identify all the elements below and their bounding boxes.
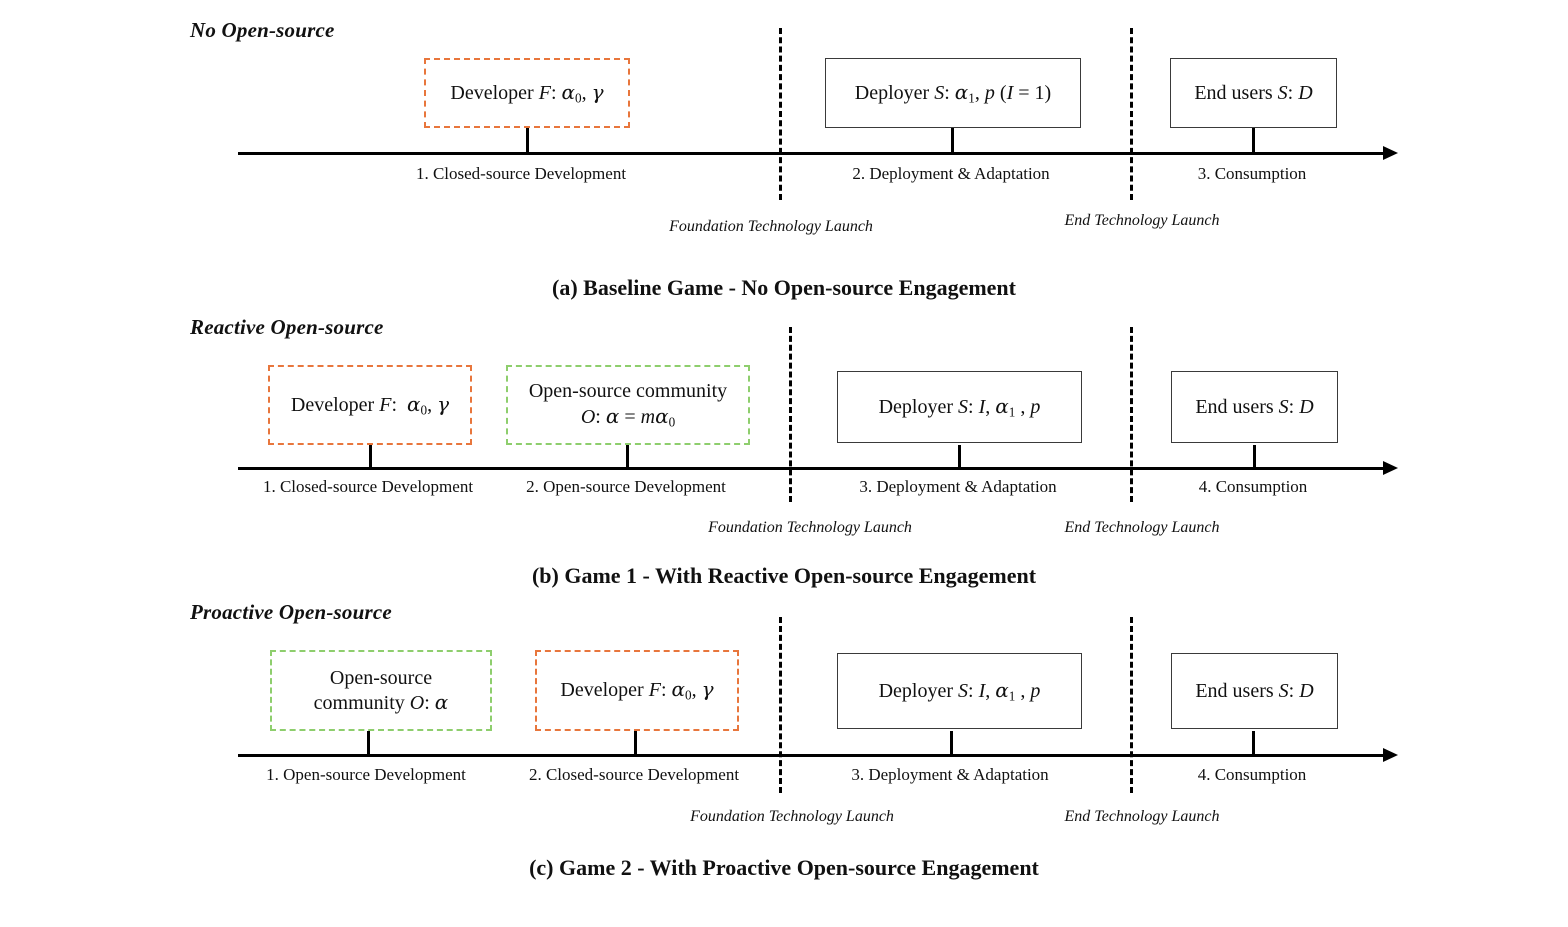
end-launch-label-a: End Technology Launch (1064, 212, 1220, 229)
end-users-box-c: End users S: D (1171, 653, 1338, 729)
foundation-launch-label-a: Foundation Technology Launch (669, 218, 873, 235)
stage-label-a-2: 2. Deployment & Adaptation (852, 164, 1050, 183)
deployer-box-b: Deployer S: I, α1 , p (837, 371, 1082, 443)
tick-stage-1-c (367, 731, 370, 756)
tick-stage-1-a (526, 128, 529, 154)
deployer-box-c: Deployer S: I, α1 , p (837, 653, 1082, 729)
tick-stage-3-b (958, 445, 961, 469)
tick-stage-4-c (1252, 731, 1255, 756)
tick-stage-2-a (951, 128, 954, 154)
foundation-launch-divider-c (779, 617, 782, 793)
tick-stage-2-c (634, 731, 637, 756)
end-launch-label-c: End Technology Launch (1064, 808, 1220, 825)
stage-label-b-3: 3. Deployment & Adaptation (859, 477, 1057, 496)
timeline-arrowhead-a (1383, 146, 1398, 160)
stage-label-a-1: 1. Closed-source Development (415, 164, 627, 183)
deployer-box-b-text: Deployer S: I, α1 , p (878, 393, 1041, 420)
foundation-launch-divider-b (789, 327, 792, 502)
developer-box-b: Developer F: α0, γ (268, 365, 472, 445)
deployer-box-a: Deployer S: α1, p (I = 1) (825, 58, 1081, 128)
timeline-arrowhead-b (1383, 461, 1398, 475)
end-users-box-b-text: End users S: D (1195, 395, 1314, 418)
end-users-box-b: End users S: D (1171, 371, 1338, 443)
end-users-box-c-text: End users S: D (1195, 679, 1314, 702)
caption-a: (a) Baseline Game - No Open-source Engag… (552, 275, 1016, 300)
timeline-axis-b (238, 467, 1385, 470)
panel-game-1: Reactive Open-source Developer F: α0, γ … (0, 305, 1568, 590)
end-users-box-a: End users S: D (1170, 58, 1337, 128)
end-launch-divider-a (1130, 28, 1133, 200)
deployer-box-a-text: Deployer S: α1, p (I = 1) (854, 79, 1052, 106)
timeline-arrowhead-c (1383, 748, 1398, 762)
end-launch-divider-b (1130, 327, 1133, 502)
foundation-launch-label-c: Foundation Technology Launch (690, 808, 894, 825)
caption-b: (b) Game 1 - With Reactive Open-source E… (531, 563, 1037, 588)
stage-label-c-4: 4. Consumption (1197, 765, 1307, 784)
stage-label-c-3: 3. Deployment & Adaptation (851, 765, 1049, 784)
deployer-box-c-text: Deployer S: I, α1 , p (878, 677, 1041, 704)
panel-c-title: Proactive Open-source (190, 600, 392, 624)
stage-label-b-2: 2. Open-source Development (526, 477, 726, 496)
timeline-axis-a (238, 152, 1385, 155)
end-launch-label-b: End Technology Launch (1064, 519, 1220, 536)
panel-baseline-game: No Open-source Developer F: α0, γ Deploy… (0, 0, 1568, 300)
tick-stage-3-c (950, 731, 953, 756)
developer-box-a: Developer F: α0, γ (424, 58, 630, 128)
panel-a-title: No Open-source (190, 18, 335, 42)
tick-stage-2-b (626, 445, 629, 469)
foundation-launch-divider-a (779, 28, 782, 200)
tick-stage-1-b (369, 445, 372, 469)
tick-stage-3-a (1252, 128, 1255, 154)
end-users-box-a-text: End users S: D (1194, 81, 1313, 104)
panel-b-title: Reactive Open-source (190, 315, 384, 339)
stage-label-b-4: 4. Consumption (1198, 477, 1308, 496)
stage-label-c-1: 1. Open-source Development (266, 765, 466, 784)
stage-label-c-2: 2. Closed-source Development (528, 765, 740, 784)
developer-box-c: Developer F: α0, γ (535, 650, 739, 731)
developer-box-c-text: Developer F: α0, γ (560, 677, 714, 703)
developer-box-a-text: Developer F: α0, γ (450, 79, 604, 106)
foundation-launch-label-b: Foundation Technology Launch (708, 519, 912, 536)
stage-label-b-1: 1. Closed-source Development (262, 477, 474, 496)
developer-box-b-text: Developer F: α0, γ (290, 391, 450, 418)
timeline-axis-c (238, 754, 1385, 757)
stage-label-a-3: 3. Consumption (1197, 164, 1307, 183)
caption-c: (c) Game 2 - With Proactive Open-source … (529, 855, 1039, 880)
tick-stage-4-b (1253, 445, 1256, 469)
end-launch-divider-c (1130, 617, 1133, 793)
